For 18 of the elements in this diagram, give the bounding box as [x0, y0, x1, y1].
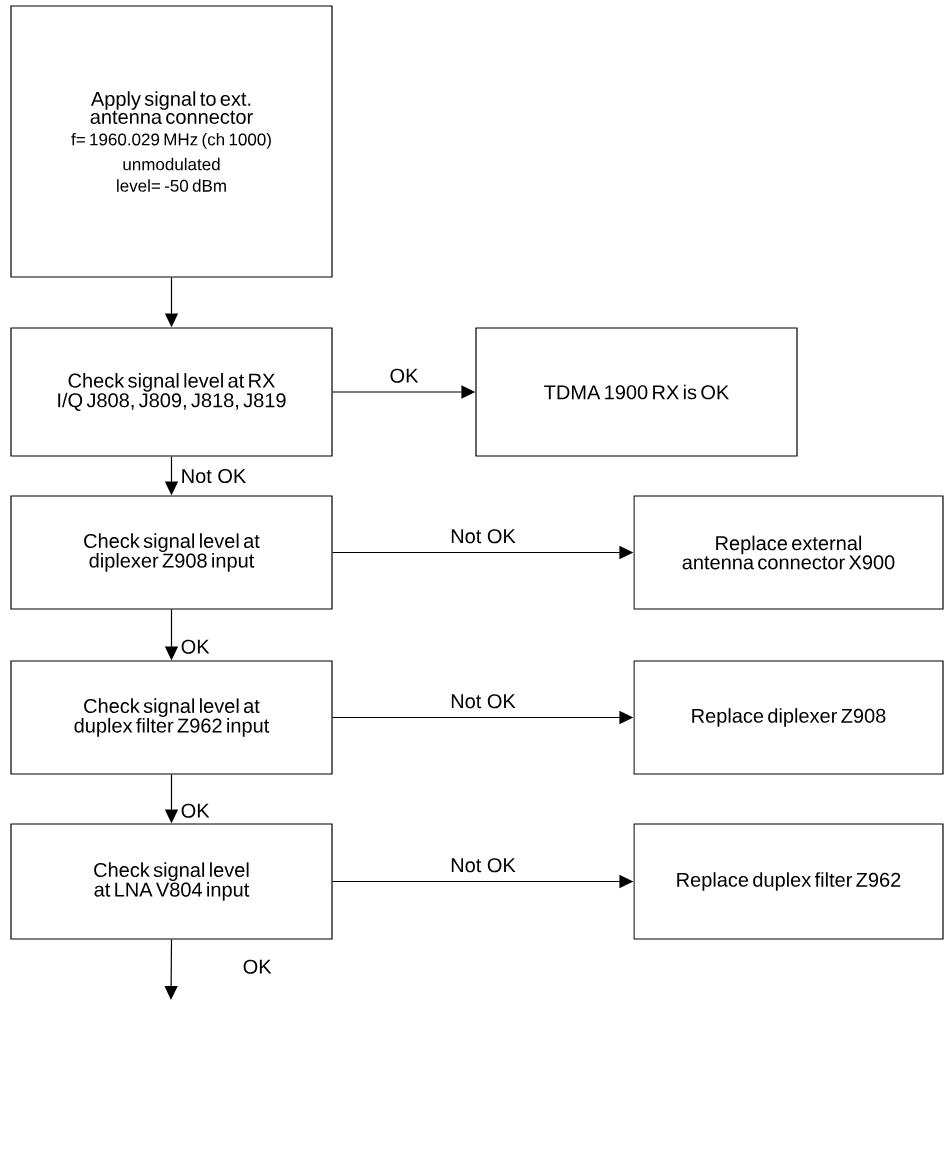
edge-label: Not OK	[451, 529, 516, 544]
edge-label: Not OK	[182, 468, 247, 484]
edge-label: Not OK	[451, 858, 516, 873]
edge-label: OK	[181, 803, 210, 818]
process-box: Replace external antenna connector X900	[633, 495, 944, 610]
process-box: Apply signal to ext. antenna connector f= 1960.029 MHz (ch 1000) unmodulated level= -50 dBm	[10, 5, 333, 278]
arrow	[164, 939, 178, 1000]
edge-label: OK	[181, 639, 210, 654]
process-box: Check signal level at LNA V804 input	[10, 823, 333, 940]
process-box: Check signal level at diplexer Z908 input	[10, 495, 333, 610]
process-box: TDMA 1900 RX is OK	[475, 327, 798, 457]
edge-label: OK	[390, 368, 419, 383]
edge-label: Not OK	[451, 694, 516, 709]
process-box: Check signal level at RX I/Q J808, J809, J818, J819	[10, 327, 333, 457]
edge-label: OK	[243, 959, 272, 974]
process-box: Replace duplex filter Z962	[633, 823, 944, 940]
process-box: Replace diplexer Z908	[633, 660, 944, 775]
process-box: Check signal level at duplex filter Z962 input	[10, 660, 333, 775]
